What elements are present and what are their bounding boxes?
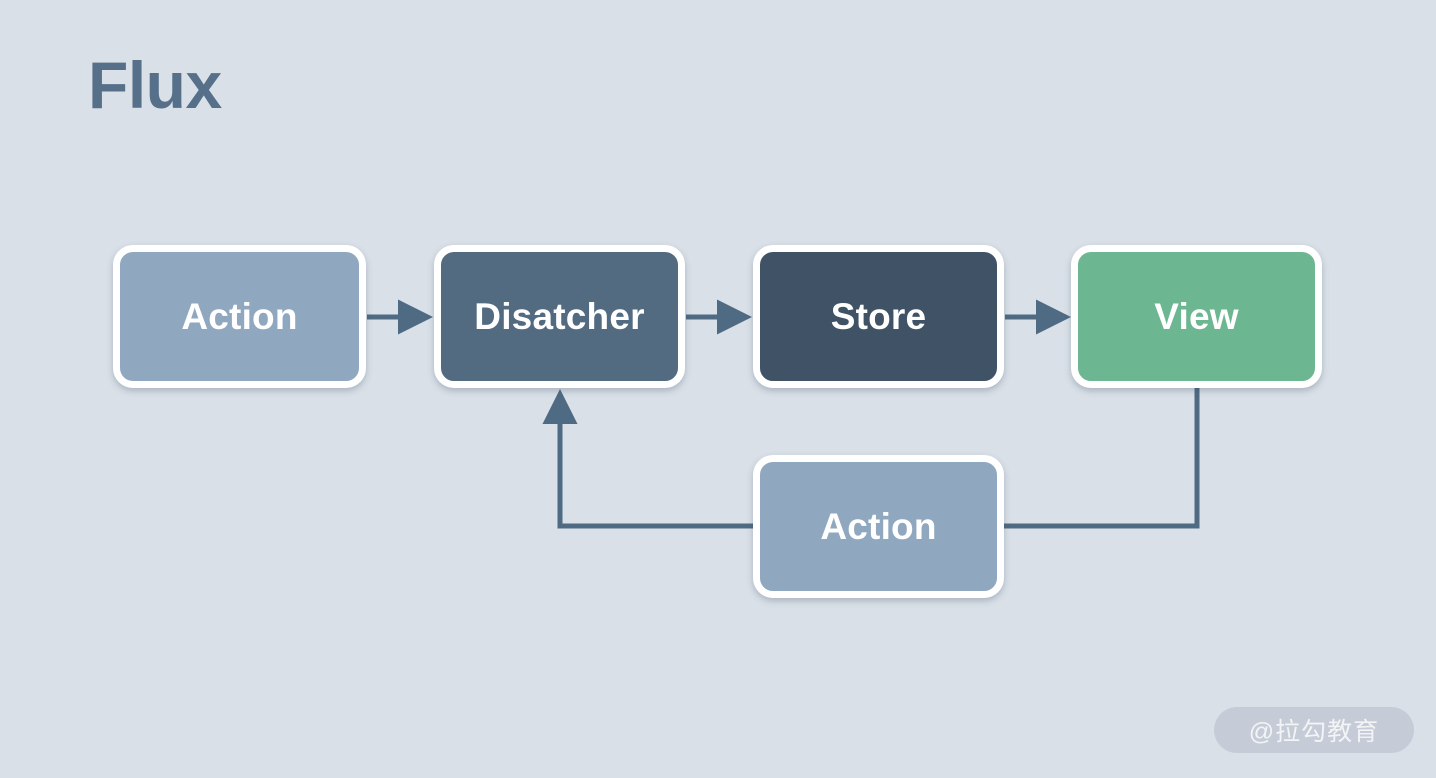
node-store-label: Store	[830, 295, 927, 337]
node-store[interactable]: Store	[753, 245, 1004, 388]
node-action-bottom-label: Action	[820, 505, 937, 547]
edge-action-bottom-to-dispatcher	[542, 389, 753, 529]
node-action-top-label: Action	[181, 295, 298, 337]
node-dispatcher-label: Disatcher	[474, 295, 645, 337]
node-dispatcher[interactable]: Disatcher	[434, 245, 685, 388]
node-view[interactable]: View	[1071, 245, 1322, 388]
node-view-label: View	[1154, 295, 1239, 337]
watermark-text: @拉勾教育	[1248, 718, 1380, 746]
edge-view-to-action-bottom	[1003, 386, 1200, 529]
node-action-top[interactable]: Action	[113, 245, 366, 388]
node-action-bottom[interactable]: Action	[753, 455, 1004, 598]
page-title: Flux	[88, 48, 222, 122]
watermark-badge: @拉勾教育	[1214, 707, 1414, 753]
